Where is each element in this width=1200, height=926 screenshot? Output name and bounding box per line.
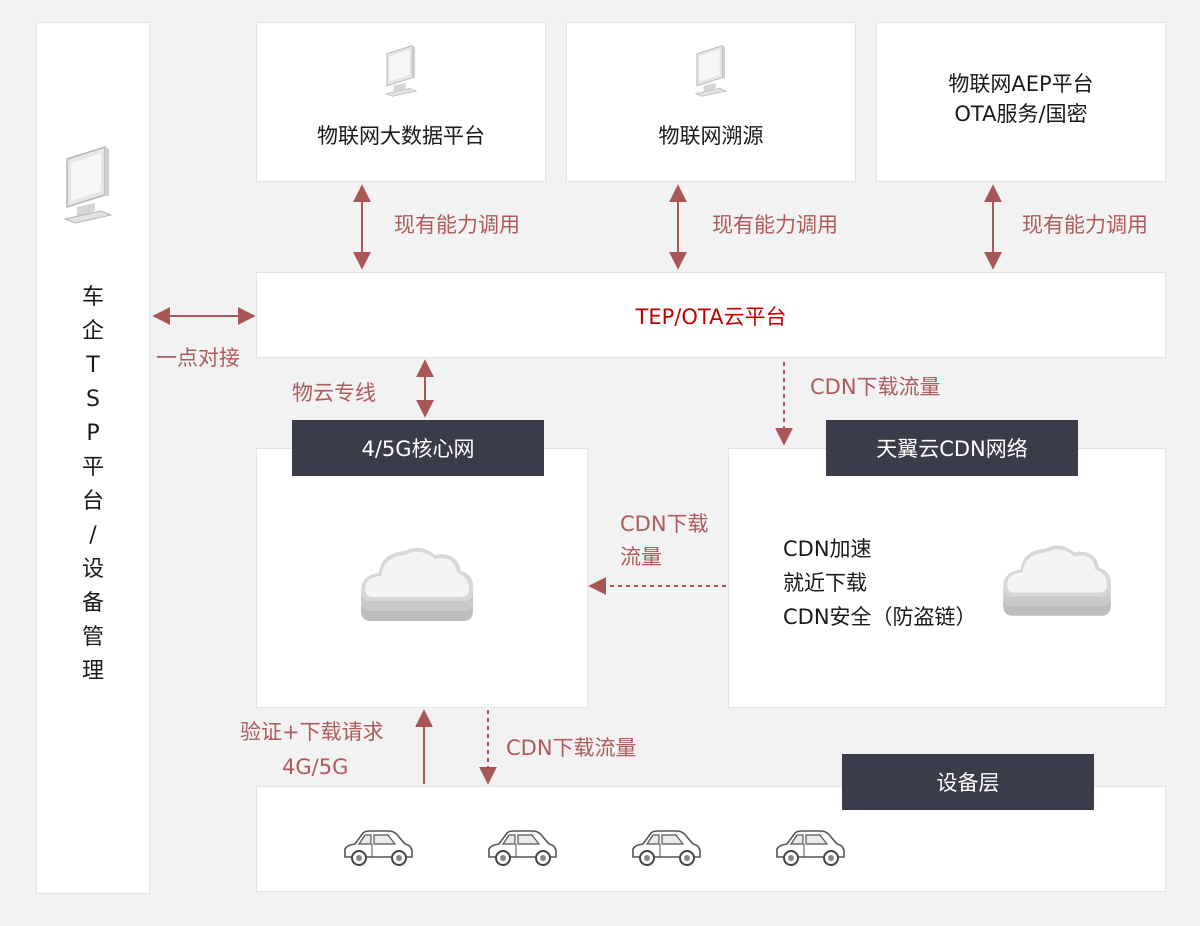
platform-trace: 物联网溯源	[566, 22, 856, 182]
core-network-title: 4/5G核心网	[292, 420, 544, 476]
cdn-download-label-bottom: CDN下载流量	[506, 736, 637, 760]
device-layer-title: 设备层	[842, 754, 1094, 810]
platform-aep: 物联网AEP平台 OTA服务/国密	[876, 22, 1166, 182]
tep-ota-title: TEP/OTA云平台	[635, 305, 787, 329]
core-network-box	[256, 448, 588, 708]
platform-trace-title: 物联网溯源	[658, 124, 764, 148]
platform-aep-title: 物联网AEP平台 OTA服务/国密	[948, 72, 1094, 127]
monitor-icon	[384, 44, 418, 97]
cdn-network-box: CDN加速 就近下载 CDN安全（防盗链）	[728, 448, 1166, 708]
cloud-icon	[1003, 545, 1111, 616]
capability-label-1: 现有能力调用	[394, 213, 520, 237]
tsp-title: 车 企 T S P 平 台 / 设 备 管 理	[81, 285, 104, 684]
one-point-label: 一点对接	[156, 346, 240, 370]
tep-ota-platform: TEP/OTA云平台	[256, 272, 1166, 358]
platform-bigdata-title: 物联网大数据平台	[317, 124, 485, 148]
car-icon	[488, 830, 557, 866]
monitor-icon	[63, 145, 113, 224]
capability-label-2: 现有能力调用	[712, 213, 838, 237]
cdn-download-label-mid: CDN下载 流量	[620, 512, 709, 569]
cdn-download-label-right: CDN下载流量	[810, 375, 941, 399]
g45-label: 4G/5G	[282, 755, 349, 779]
cloud-icon	[361, 547, 474, 621]
tsp-box: 车 企 T S P 平 台 / 设 备 管 理	[36, 22, 150, 894]
wuyun-label: 物云专线	[292, 381, 376, 405]
monitor-icon	[694, 44, 728, 97]
car-icon	[632, 830, 701, 866]
verify-request-label: 验证+下载请求	[240, 720, 384, 744]
car-icon	[776, 830, 845, 866]
platform-bigdata: 物联网大数据平台	[256, 22, 546, 182]
car-icon	[344, 830, 413, 866]
cdn-features: CDN加速 就近下载 CDN安全（防盗链）	[783, 537, 977, 629]
capability-label-3: 现有能力调用	[1022, 213, 1148, 237]
cdn-network-title: 天翼云CDN网络	[826, 420, 1078, 476]
